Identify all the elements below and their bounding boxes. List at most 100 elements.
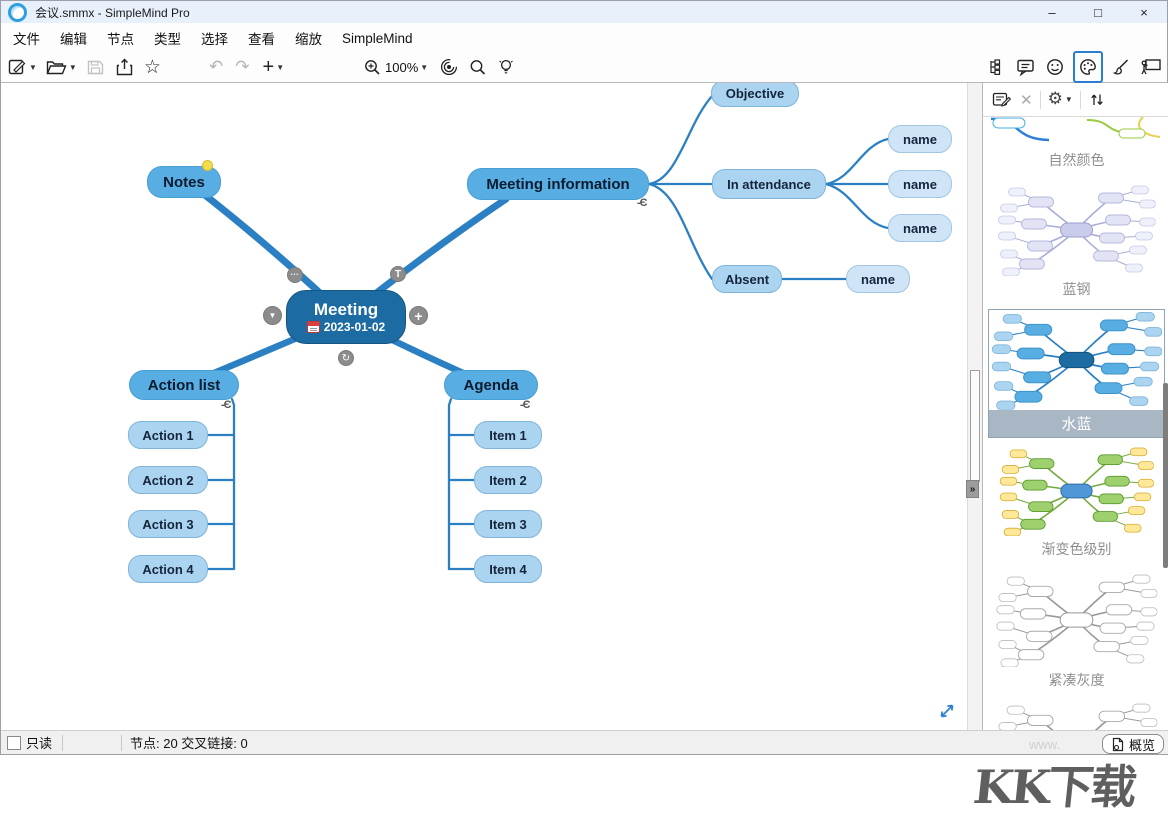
undo-button[interactable]: ↶ — [209, 57, 224, 77]
presentation-icon[interactable] — [1140, 54, 1162, 80]
sort-updown-icon[interactable] — [1088, 87, 1106, 113]
open-file-caret-icon[interactable]: ▼ — [68, 62, 77, 72]
zoom-in-icon[interactable] — [363, 54, 382, 80]
sidebar-scrollbar-thumb[interactable] — [1163, 383, 1168, 568]
app-logo-icon — [8, 2, 27, 22]
add-node-button[interactable]: + — [262, 55, 275, 78]
collapse-hub-button[interactable]: ▼ — [263, 306, 282, 325]
menu-type[interactable]: 类型 — [154, 32, 181, 47]
minimize-button[interactable]: – — [1048, 4, 1056, 20]
style-option-aqua-selected[interactable]: 水蓝 — [988, 309, 1165, 438]
close-panel-icon[interactable]: ✕ — [1020, 91, 1033, 109]
node-item-3[interactable]: Item 3 — [474, 510, 542, 538]
rotate-hub-button[interactable]: ↻ — [338, 350, 354, 366]
node-meeting-information[interactable]: Meeting information — [467, 168, 649, 200]
node-agenda[interactable]: Agenda — [444, 370, 538, 400]
node-in-attendance[interactable]: In attendance — [712, 169, 826, 199]
node-attendee-name-3[interactable]: name — [888, 214, 952, 242]
watermark: KK下载 — [970, 760, 1137, 814]
pan-resize-arrow-icon[interactable] — [937, 701, 957, 721]
zoom-level-value[interactable]: 100% — [385, 59, 419, 75]
text-tool-hub-button[interactable]: T — [390, 266, 406, 282]
favorite-star-button[interactable]: ☆ — [143, 56, 161, 78]
mindmap-canvas[interactable]: Notes Meeting information Action list Ag… — [1, 83, 967, 733]
node-action-2[interactable]: Action 2 — [128, 466, 208, 494]
canvas-scrollbar-thumb[interactable] — [970, 370, 980, 482]
more-options-hub-button[interactable]: ••• — [287, 267, 303, 283]
save-button[interactable] — [86, 54, 105, 80]
node-action-list[interactable]: Action list — [129, 370, 239, 400]
style-settings-gear-icon[interactable]: ⚙ — [1047, 89, 1063, 109]
style-settings-caret-icon[interactable]: ▼ — [1064, 95, 1073, 104]
node-notes[interactable]: Notes — [147, 166, 221, 198]
node-item-1[interactable]: Item 1 — [474, 421, 542, 449]
outline-view-icon[interactable] — [986, 54, 1006, 80]
overview-label: 概览 — [1128, 737, 1155, 753]
node-action-1[interactable]: Action 1 — [128, 421, 208, 449]
calendar-icon — [306, 320, 320, 333]
menu-edit[interactable]: 编辑 — [60, 32, 87, 47]
center-map-icon[interactable] — [439, 54, 459, 80]
style-option-gradient-levels[interactable]: 渐变色级别 — [991, 446, 1162, 561]
open-file-button[interactable] — [45, 54, 67, 80]
emoji-smiley-icon[interactable] — [1045, 54, 1065, 80]
readonly-checkbox[interactable] — [7, 735, 21, 750]
node-absent[interactable]: Absent — [712, 265, 782, 293]
overview-doc-icon — [1112, 737, 1124, 751]
node-item-2[interactable]: Item 2 — [474, 466, 542, 494]
style-option-partial-bottom[interactable] — [991, 702, 1162, 733]
collapse-handle-meeting-information[interactable]: -Є — [637, 197, 647, 209]
style-panel-header: ✕ ⚙ ▼ — [983, 83, 1168, 117]
status-bar: 只读 节点: 20 交叉链接: 0 概览 — [1, 730, 1168, 754]
menu-node[interactable]: 节点 — [107, 32, 134, 47]
node-objective[interactable]: Objective — [711, 83, 799, 107]
menu-bar: 文件 编辑 节点 类型 选择 查看 缩放 SimpleMind — [1, 23, 1167, 53]
menu-simplemind[interactable]: SimpleMind — [342, 30, 413, 46]
style-panel: ✕ ⚙ ▼ — [982, 83, 1168, 733]
idea-lightbulb-icon[interactable] — [496, 54, 516, 80]
collapse-handle-action-list[interactable]: -Є — [221, 399, 231, 411]
node-action-4[interactable]: Action 4 — [128, 555, 208, 583]
node-attendee-name-1[interactable]: name — [888, 125, 952, 153]
add-node-caret-icon[interactable]: ▼ — [276, 62, 285, 72]
node-meeting-center[interactable]: Meeting 2023-01-02 — [286, 290, 406, 344]
redo-button[interactable]: ↷ — [235, 57, 250, 77]
style-preview-gradient — [991, 446, 1160, 536]
zoom-caret-icon[interactable]: ▼ — [420, 62, 429, 72]
style-preview-compact-gray — [991, 573, 1160, 667]
edit-style-icon[interactable] — [991, 87, 1012, 113]
panel-splitter-button[interactable]: » — [966, 480, 979, 498]
menu-zoom[interactable]: 缩放 — [295, 32, 322, 47]
note-indicator-dot[interactable] — [202, 160, 213, 171]
new-mindmap-button[interactable] — [7, 54, 27, 80]
menu-file[interactable]: 文件 — [13, 32, 40, 47]
search-icon[interactable] — [468, 54, 487, 80]
center-node-title: Meeting — [313, 299, 379, 319]
menu-view[interactable]: 查看 — [248, 32, 275, 47]
node-action-3[interactable]: Action 3 — [128, 510, 208, 538]
style-option-compact-gray[interactable]: 紧凑灰度 — [991, 573, 1162, 692]
style-label-natural-colors: 自然颜色 — [1048, 152, 1105, 168]
overview-button[interactable]: 概览 — [1101, 734, 1164, 754]
statusbar-separator-2 — [121, 734, 123, 751]
add-child-hub-button[interactable]: + — [409, 306, 428, 325]
format-brush-icon[interactable] — [1111, 54, 1131, 80]
window-title: 会议.smmx - SimpleMind Pro — [35, 5, 190, 20]
new-mindmap-caret-icon[interactable]: ▼ — [29, 62, 37, 72]
style-label-gradient-levels: 渐变色级别 — [1041, 541, 1112, 557]
menu-select[interactable]: 选择 — [201, 32, 228, 47]
node-item-4[interactable]: Item 4 — [474, 555, 542, 583]
node-absent-name[interactable]: name — [846, 265, 910, 293]
style-preview-partial — [991, 702, 1160, 733]
style-palette-icon[interactable] — [1073, 51, 1103, 83]
share-export-button[interactable] — [115, 54, 134, 80]
style-option-blue-steel[interactable]: 蓝钢 — [991, 184, 1162, 301]
maximize-button[interactable]: □ — [1094, 4, 1102, 20]
style-option-natural-colors[interactable]: 自然颜色 — [991, 117, 1162, 172]
collapse-handle-agenda[interactable]: -Є — [520, 399, 530, 411]
canvas-vertical-scrollbar[interactable] — [967, 83, 982, 733]
close-button[interactable]: × — [1140, 4, 1148, 20]
node-attendee-name-2[interactable]: name — [888, 170, 952, 198]
note-comment-icon[interactable] — [1015, 54, 1036, 80]
